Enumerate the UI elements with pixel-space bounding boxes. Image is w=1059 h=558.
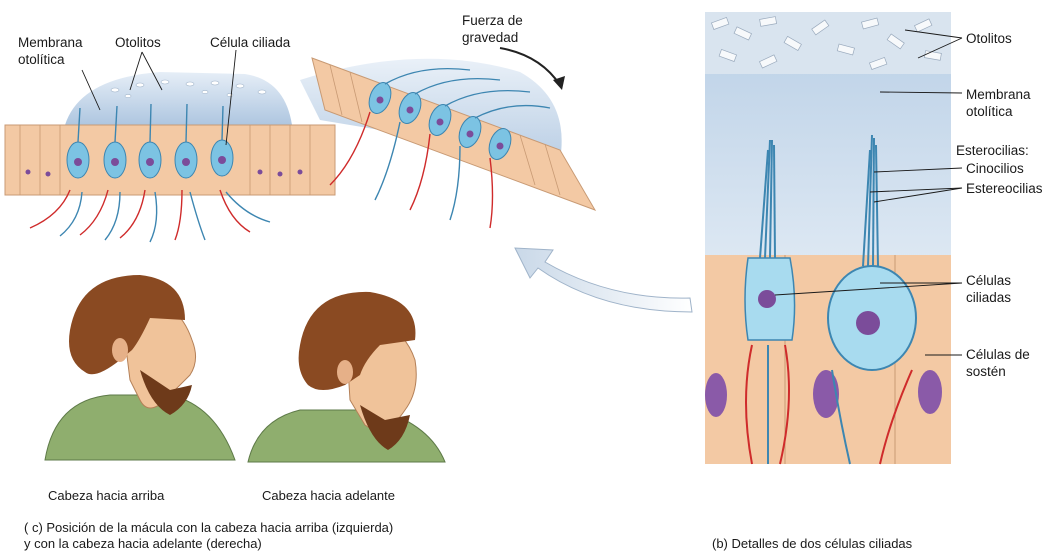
label-celula-ciliada: Célula ciliada <box>210 34 290 51</box>
hair-cell-detail-panel <box>705 12 962 464</box>
label-fuerza-gravedad: Fuerza de gravedad <box>462 12 523 46</box>
label-cabeza-adelante: Cabeza hacia adelante <box>262 488 395 504</box>
head-up-illustration <box>45 275 235 460</box>
epithelium-band <box>5 125 335 195</box>
connecting-arrow <box>515 248 692 312</box>
label-celulas-sosten: Células de sostén <box>966 346 1030 380</box>
label-esterocilias: Esterocilias: <box>956 142 1029 159</box>
label-cabeza-arriba: Cabeza hacia arriba <box>48 488 164 504</box>
otolith-layer <box>705 12 951 74</box>
shirt-left <box>45 395 235 460</box>
otolithic-membrane-shape <box>65 72 292 125</box>
macula-head-up <box>5 72 335 242</box>
nerve-fibers-left <box>30 190 270 242</box>
caption-c: ( c) Posición de la mácula con la cabeza… <box>24 520 393 552</box>
label-otolitos-left: Otolitos <box>115 34 161 51</box>
label-membrana-otolitica-left: Membrana otolítica <box>18 34 83 68</box>
caption-b: (b) Detalles de dos células ciliadas <box>712 536 912 552</box>
head-forward-illustration <box>248 292 445 462</box>
macula-head-forward <box>300 48 595 228</box>
shirt-right <box>248 410 445 462</box>
label-estereocilias: Estereocilias <box>966 180 1043 197</box>
label-otolitos-detail: Otolitos <box>966 30 1012 47</box>
label-membrana-detail: Membrana otolítica <box>966 86 1031 120</box>
label-celulas-ciliadas: Células ciliadas <box>966 272 1011 306</box>
label-cinocilios: Cinocilios <box>966 160 1024 177</box>
